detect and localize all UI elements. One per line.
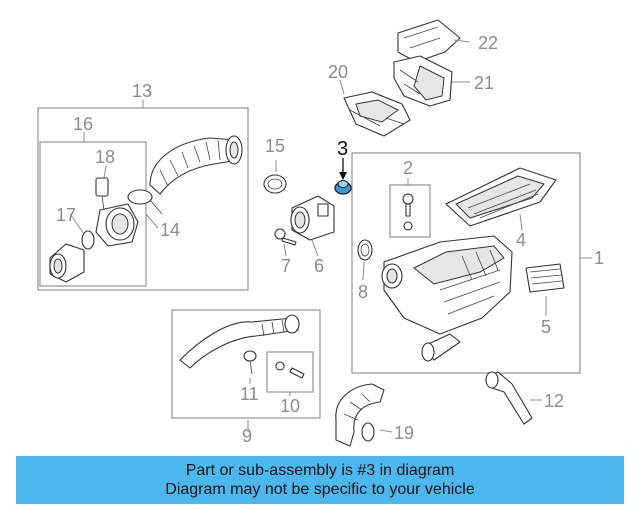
part-4-air-cleaner-cover — [445, 167, 557, 227]
part-8-seal — [357, 239, 373, 261]
callout-12: 12 — [544, 391, 564, 411]
callout-5: 5 — [541, 317, 551, 337]
callout-21: 21 — [474, 73, 494, 93]
callout-11: 11 — [240, 384, 259, 404]
part-15-hose-clamp — [263, 174, 287, 194]
part-9-air-hose — [179, 314, 300, 369]
banner-line-2: Diagram may not be specific to your vehi… — [165, 481, 475, 498]
part-21-resonator — [393, 55, 453, 107]
callout-20: 20 — [328, 62, 348, 82]
part-14-clamp — [127, 189, 163, 215]
part-10-clip — [275, 361, 305, 379]
callout-22: 22 — [478, 33, 498, 53]
part-5-filter-element — [525, 263, 565, 293]
part-11-grommet — [243, 350, 257, 375]
part-3-grommet — [334, 180, 352, 195]
part-13-intake-hose — [149, 135, 243, 195]
callout-8: 8 — [358, 282, 368, 302]
callout-14: 14 — [160, 220, 180, 240]
callout-17: 17 — [56, 205, 76, 225]
callout-18: 18 — [95, 147, 115, 167]
part-6-airflow-meter — [290, 195, 335, 241]
callout-3: 3 — [337, 138, 348, 160]
part-12-breather-hose — [485, 371, 533, 425]
part-1-air-cleaner-box — [381, 235, 513, 362]
callout-13: 13 — [132, 81, 152, 101]
part-22-air-duct-cover — [397, 19, 461, 63]
callout-4: 4 — [516, 230, 526, 250]
callout-19: 19 — [394, 423, 414, 443]
group-box-1 — [351, 152, 581, 374]
callout-2: 2 — [403, 158, 413, 178]
callout-1: 1 — [594, 248, 604, 268]
callout-9: 9 — [242, 426, 252, 446]
callout-7: 7 — [281, 256, 291, 276]
callout-10: 10 — [280, 396, 300, 416]
callout-6: 6 — [314, 256, 324, 276]
part-20-intake-duct — [343, 91, 411, 137]
group-box-9 — [171, 309, 321, 419]
part-16-sensor-housing — [49, 243, 85, 283]
part-19-hose — [335, 383, 385, 447]
callout-15: 15 — [265, 136, 285, 156]
leader-lines — [69, 39, 592, 433]
callout-16: 16 — [73, 114, 93, 134]
part-16-maf-assembly — [95, 177, 139, 247]
part-2-bolt — [402, 193, 414, 231]
group-box-2 — [389, 184, 431, 238]
info-banner: Part or sub-assembly is #3 in diagram Di… — [16, 456, 624, 504]
banner-line-1: Part or sub-assembly is #3 in diagram — [185, 462, 455, 479]
part-17-gasket — [81, 230, 95, 250]
part-7-screw — [274, 228, 297, 246]
